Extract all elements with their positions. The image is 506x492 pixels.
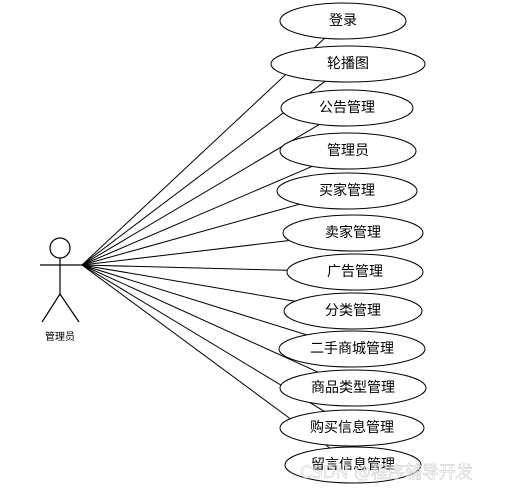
association-line [81,264,296,302]
actor-head [49,237,71,259]
use-case-label: 留言信息管理 [311,456,395,473]
use-case-ellipse [280,89,414,127]
use-case-label: 买家管理 [319,182,375,199]
use-case: 分类管理 [283,292,423,330]
association-lines [81,37,331,449]
use-case: 公告管理 [280,89,414,127]
use-case-ellipse [286,253,424,291]
actor-right-leg [59,293,80,323]
actor-left-leg [41,293,61,323]
use-case-ellipse [279,132,417,170]
use-case-ellipse [279,2,407,40]
use-case: 轮播图 [270,45,426,83]
use-case-list: 登录轮播图公告管理管理员买家管理卖家管理广告管理分类管理二手商城管理商品类型管理… [270,2,427,484]
use-case: 管理员 [279,132,417,170]
use-case-ellipse [282,214,424,252]
use-case-ellipse [278,330,426,368]
use-case-label: 管理员 [327,143,369,159]
use-case: 二手商城管理 [278,330,426,368]
use-case: 广告管理 [286,253,424,291]
use-case-ellipse [276,172,418,210]
association-line [81,240,290,266]
use-case: 买家管理 [276,172,418,210]
use-case-label: 轮播图 [327,56,369,72]
use-case-label: 广告管理 [327,264,383,280]
association-line [81,264,319,373]
use-case-label: 卖家管理 [325,224,381,241]
use-case-ellipse [283,292,423,330]
use-case-ellipse [270,45,426,83]
association-line [81,123,320,266]
use-case: 留言信息管理 [284,446,422,484]
use-case-ellipse [284,446,422,484]
association-line [81,264,307,336]
use-case-label: 购买信息管理 [310,419,394,436]
watermark-text: CSDN @程序辅导开发 [300,463,473,483]
association-line [81,165,313,266]
use-case-label: 商品类型管理 [311,380,395,396]
use-case: 登录 [279,2,407,40]
actor-figure: 管理员 [40,237,82,343]
use-case-label: 二手商城管理 [310,341,394,357]
association-line [81,203,300,266]
use-case-label: 登录 [329,13,357,29]
use-case-ellipse [279,369,427,407]
association-line [81,264,331,449]
actor-label: 管理员 [45,330,75,343]
use-case: 商品类型管理 [279,369,427,407]
use-case-label: 分类管理 [325,303,381,319]
use-case: 卖家管理 [282,214,424,252]
use-case-label: 公告管理 [319,100,375,116]
use-case: 购买信息管理 [279,409,425,447]
use-case-ellipse [279,409,425,447]
association-line [81,37,325,266]
association-line [81,264,288,271]
